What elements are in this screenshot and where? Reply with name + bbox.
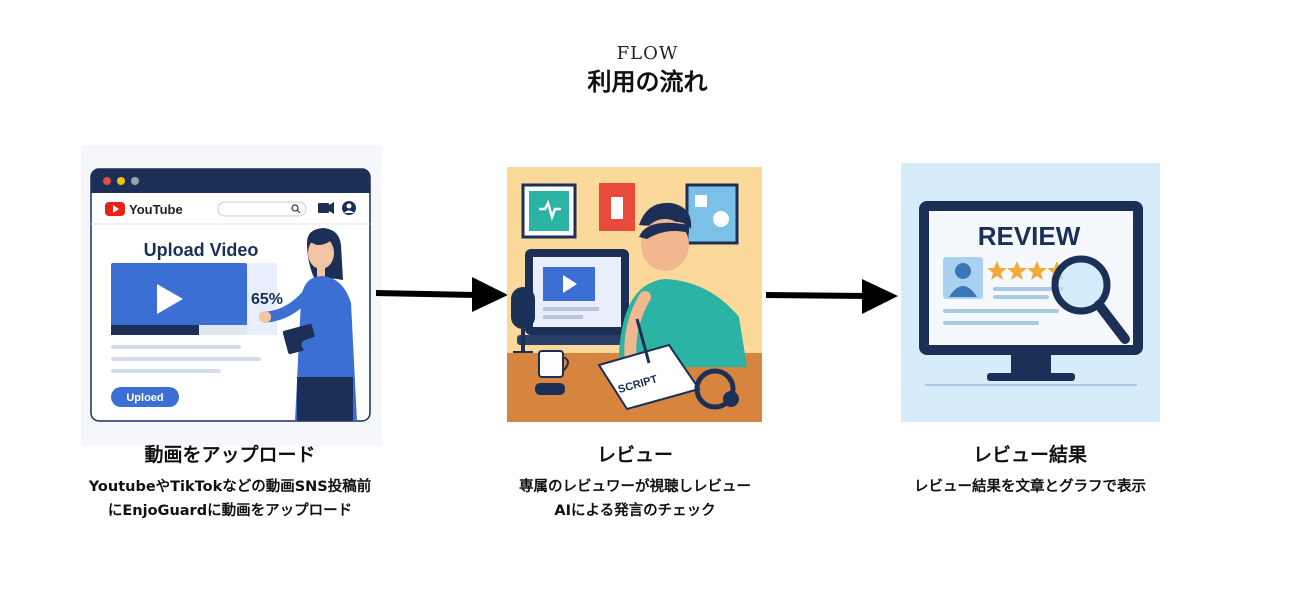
step-upload-desc-line1: YoutubeやTikTokなどの動画SNS投稿前 <box>88 479 372 495</box>
play-icon-2 <box>563 275 577 293</box>
step-result-illustration: REVIEW <box>901 163 1160 422</box>
result-illustration-svg: REVIEW <box>901 163 1160 422</box>
review-illustration-svg: SCRIPT <box>507 167 762 422</box>
magnifier-icon <box>1051 255 1111 315</box>
mug-icon <box>538 350 564 378</box>
step-upload-caption: 動画をアップロード YoutubeやTikTokなどの動画SNS投稿前 にEnj… <box>60 440 400 523</box>
heart-icon <box>539 199 561 221</box>
step-review-illustration: SCRIPT <box>507 167 762 422</box>
window-min-dot <box>117 177 125 185</box>
arrow-right-icon <box>765 279 898 314</box>
flow-eyebrow: FLOW <box>616 43 679 64</box>
man-shirt <box>619 279 747 367</box>
svg-text:Uploed: Uploed <box>126 392 163 404</box>
monitor-stand <box>1011 355 1051 375</box>
progress-fill <box>111 325 199 335</box>
microphone-icon <box>511 287 535 329</box>
search-input <box>217 201 307 217</box>
window-max-dot <box>131 177 139 185</box>
pen-icon <box>635 318 651 364</box>
step-result-desc-line1: レビュー結果を文章とグラフで表示 <box>914 479 1146 495</box>
gear-icon <box>713 211 729 227</box>
upload-heading: Upload Video <box>144 240 259 260</box>
progress-label: 65% <box>251 291 283 308</box>
page-title: 利用の流れ <box>587 68 708 96</box>
step-upload-title: 動画をアップロード <box>144 444 316 466</box>
upload-button <box>111 387 179 407</box>
camera-icon <box>318 203 329 213</box>
step-review-desc-line2: AIによる発言のチェック <box>554 503 716 519</box>
step-review-caption: レビュー 専属のレビュワーが視聴しレビュー AIによる発言のチェック <box>460 440 810 523</box>
man-hair <box>639 202 692 229</box>
window-close-dot <box>103 177 111 185</box>
stethoscope-icon <box>694 368 736 410</box>
step-result-caption: レビュー結果 レビュー結果を文章とグラフで表示 <box>860 440 1200 499</box>
step-review-title: レビュー <box>596 444 673 466</box>
step-upload-desc-line2: にEnjoGuardに動画をアップロード <box>107 503 353 519</box>
step-review-desc-line1: 専属のレビュワーが視聴しレビュー <box>519 479 751 495</box>
step-result-title: レビュー結果 <box>972 444 1087 466</box>
review-heading: REVIEW <box>978 221 1081 251</box>
woman-face <box>308 237 334 269</box>
search-icon <box>291 204 299 212</box>
play-icon <box>157 284 183 314</box>
upload-illustration-svg: YouTube Upload Video 65% Uploed <box>81 145 382 446</box>
arrow-right-icon <box>375 277 508 312</box>
step-upload-illustration: YouTube Upload Video 65% Uploed <box>81 145 382 446</box>
settings-frame <box>685 183 739 245</box>
youtube-logo-text: YouTube <box>129 202 183 217</box>
